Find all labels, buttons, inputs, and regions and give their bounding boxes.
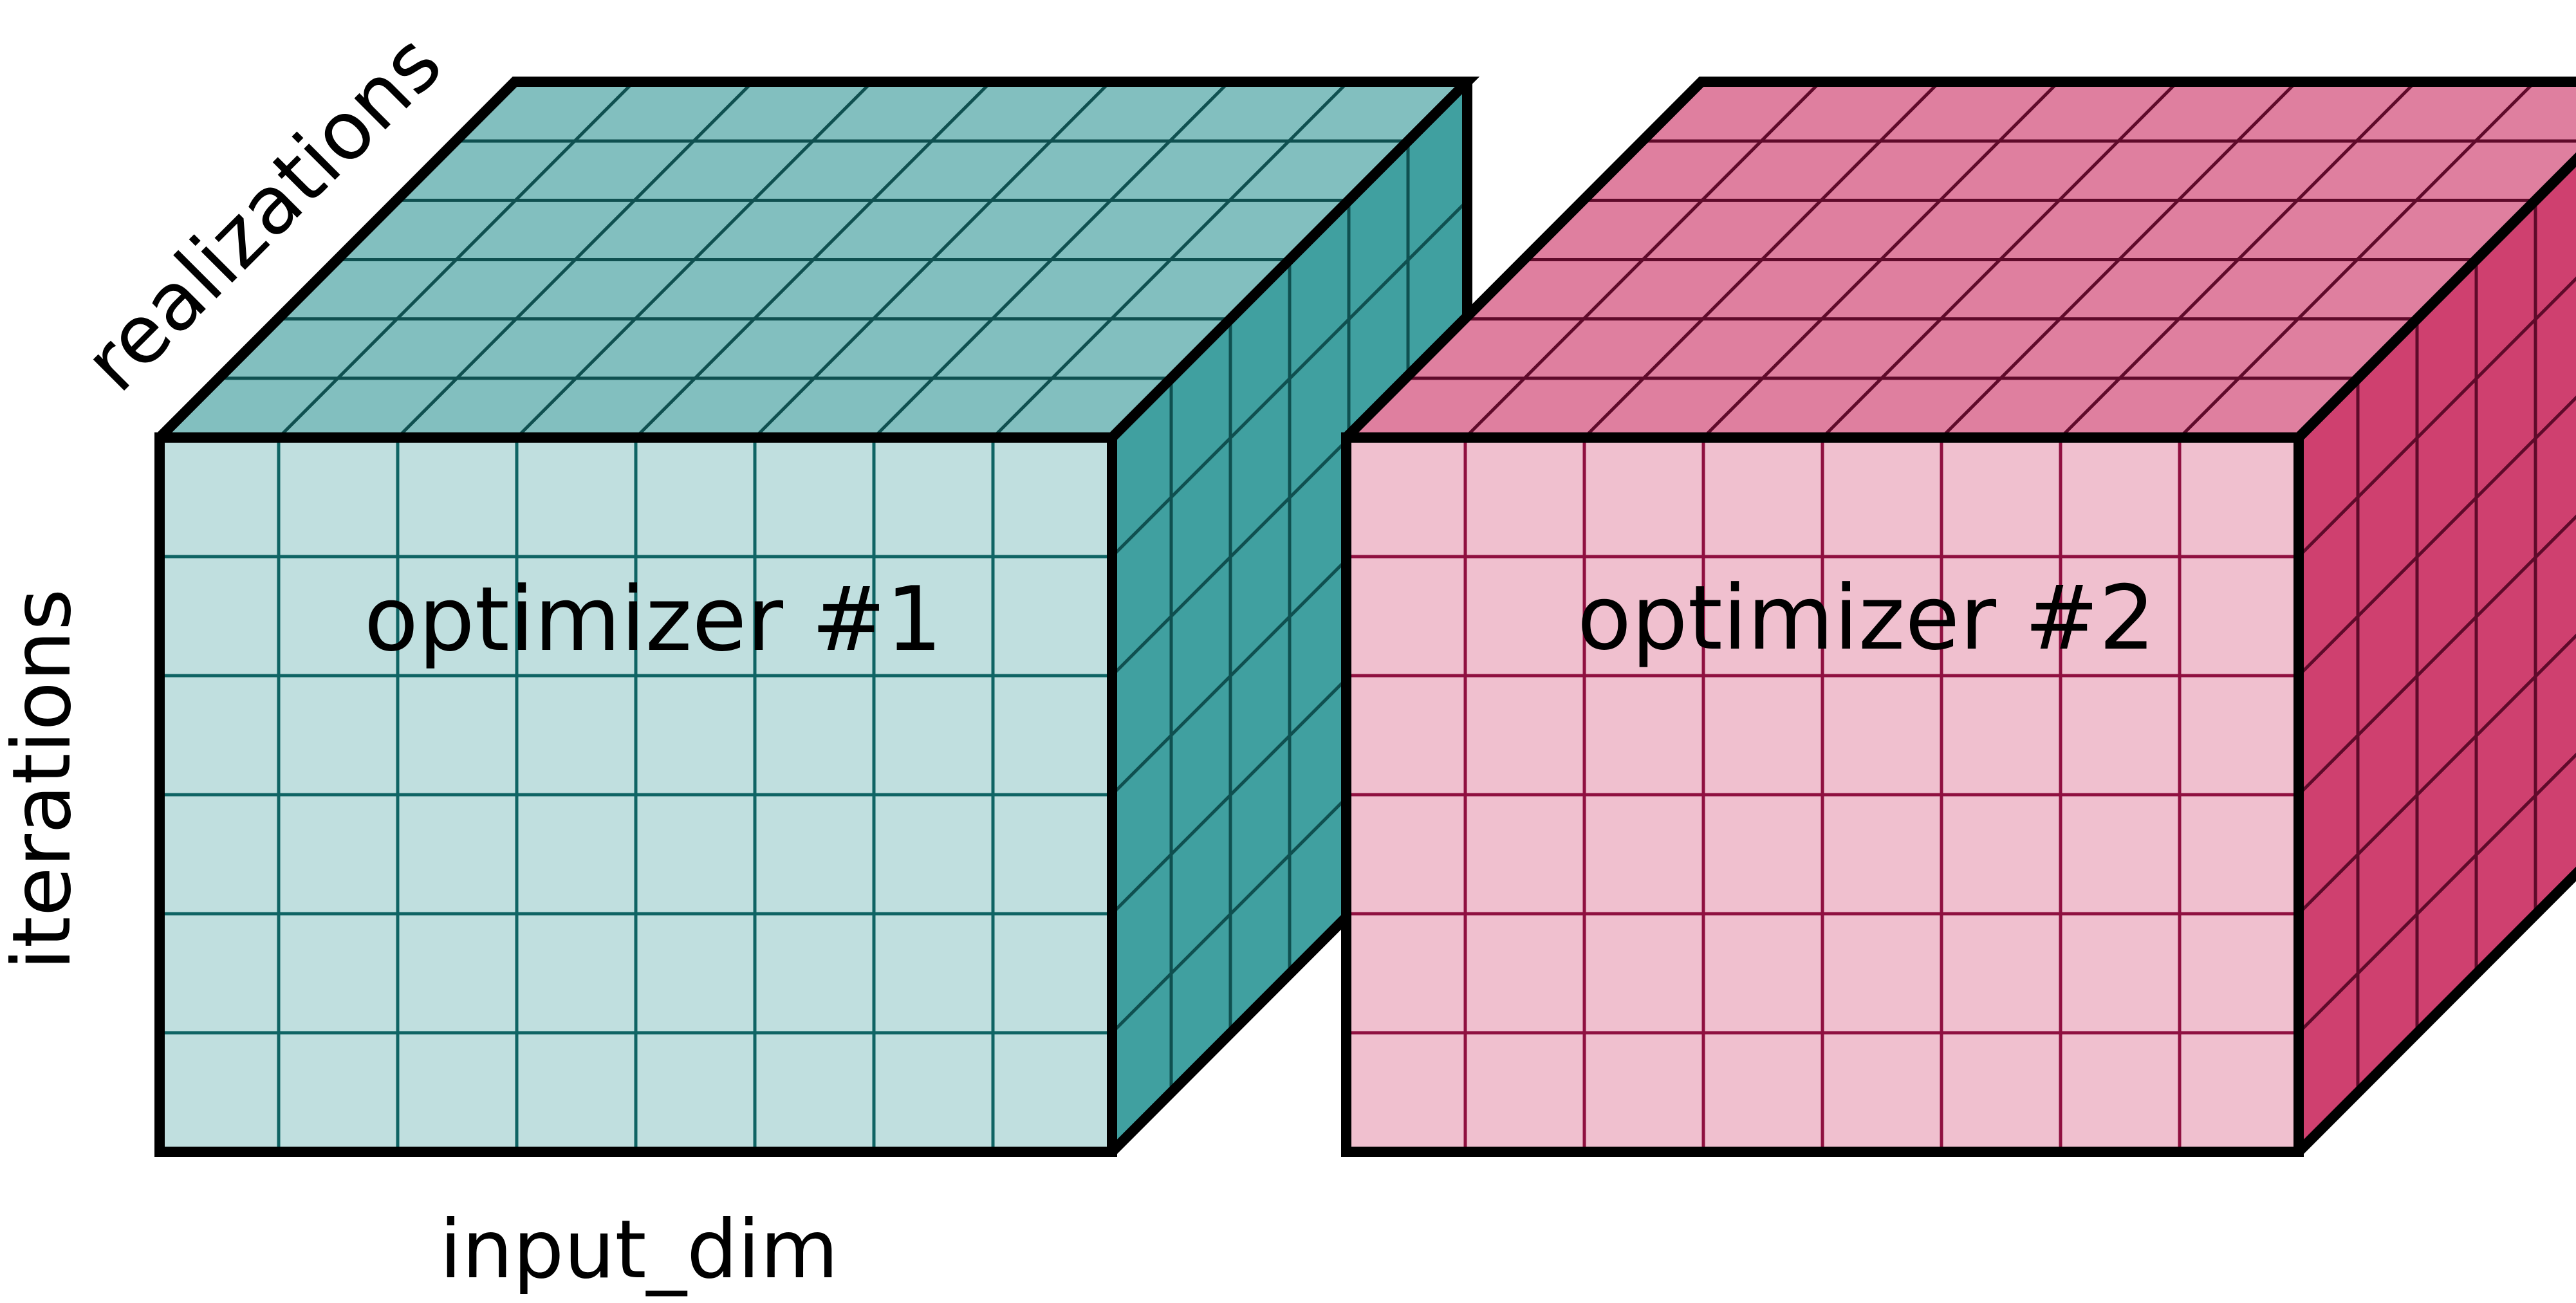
cube-outline: [1341, 77, 2576, 1157]
cube-optimizer-2: optimizer #2: [1341, 77, 2576, 1157]
cube-front-face: [1346, 438, 2299, 1152]
cube-side-face: [2297, 160, 2576, 1152]
cube-label: optimizer #1: [364, 568, 943, 671]
cubes-layer: optimizer #1 optimizer #2: [154, 77, 2576, 1157]
cube-optimizer-1: optimizer #1: [154, 77, 1480, 1157]
cube-label: optimizer #2: [1577, 566, 2156, 670]
axis-label-iterations: iterations: [0, 589, 89, 970]
cube-top-face: [160, 80, 1467, 439]
cube-top-face: [1346, 80, 2576, 439]
axis-label-input-dim: input_dim: [440, 1203, 839, 1297]
cube-front-face: [160, 438, 1112, 1152]
